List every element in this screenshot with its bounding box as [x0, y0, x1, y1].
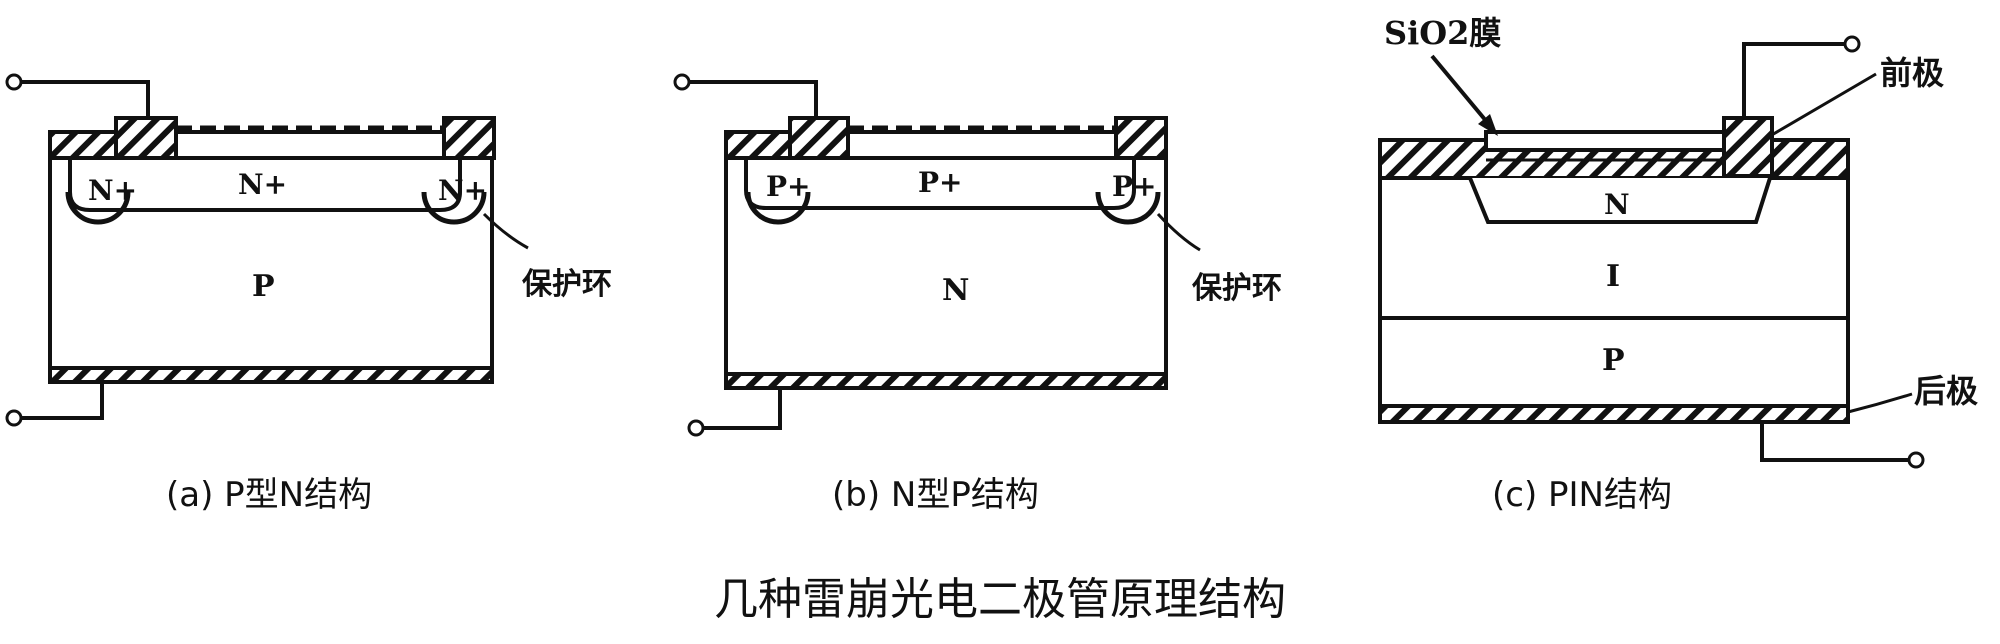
label-n-plus-left-a: N+: [88, 174, 137, 207]
guard-ring-label-a: 保护环: [522, 267, 612, 302]
guard-ring-right-b: [1095, 191, 1161, 225]
terminal-bottom-right-c: [1907, 451, 1925, 469]
terminal-top-right-c: [1843, 35, 1861, 53]
terminal-bottom-left-a: [5, 409, 23, 427]
back-electrode-c: [1378, 404, 1850, 424]
sio2-film-c: [1484, 130, 1728, 152]
sio2-leader-c: [1430, 54, 1494, 130]
label-n-c: N: [1604, 188, 1630, 221]
back-electrode-label-c: 后极: [1914, 372, 1978, 410]
guard-ring-label-b: 保护环: [1192, 271, 1282, 306]
guard-ring-left-a: [65, 191, 131, 225]
diagram-c: N I P SiO2膜 前极 后极 (c) PIN结构: [1378, 14, 1978, 515]
caption-b: (b) N型P结构: [832, 475, 1039, 515]
caption-c: (c) PIN结构: [1492, 475, 1672, 515]
label-i-c: I: [1606, 259, 1620, 294]
electrode-right-a: [442, 116, 496, 160]
n-region-c: [1468, 177, 1772, 224]
terminal-bottom-left-b: [687, 419, 705, 437]
guard-ring-left-b: [745, 191, 811, 225]
wire-bottom-a: [21, 378, 104, 420]
wire-top-c: [1742, 42, 1845, 118]
terminal-top-left-b: [673, 73, 691, 91]
wire-top-a: [21, 80, 150, 118]
front-electrode-label-c: 前极: [1880, 54, 1944, 92]
front-electrode-leader-c: [1769, 72, 1877, 138]
wire-bottom-b: [703, 388, 782, 430]
window-a: [176, 134, 442, 156]
guard-ring-leader-a: [482, 212, 529, 250]
sio2-label-c: SiO2膜: [1384, 14, 1501, 52]
label-n-plus-right-a: N+: [438, 174, 487, 207]
window-b: [848, 134, 1116, 156]
label-n-body-b: N: [942, 273, 969, 308]
figure-title: 几种雷崩光电二极管原理结构: [714, 574, 1286, 625]
electrode-left-b: [788, 116, 850, 160]
wire-top-b: [689, 80, 818, 118]
diagram-a: N+ N+ N+ P 保护环 (a) P型N结构: [5, 73, 612, 515]
wire-bottom-c: [1760, 422, 1909, 462]
back-electrode-leader-c: [1847, 392, 1913, 414]
guard-ring-leader-b: [1156, 212, 1201, 252]
caption-a: (a) P型N结构: [166, 475, 372, 515]
label-p-plus-left-b: P+: [766, 170, 811, 203]
label-p-body-a: P: [252, 269, 275, 304]
guard-ring-right-a: [421, 191, 487, 225]
body-c: [1378, 176, 1850, 408]
label-p-c: P: [1602, 343, 1625, 378]
sio2-arrowhead-c: [1478, 114, 1498, 136]
electrode-left-a: [114, 116, 178, 160]
electrode-right-b: [1114, 116, 1168, 160]
label-n-plus-center-a: N+: [238, 168, 287, 201]
label-p-plus-right-b: P+: [1112, 170, 1157, 203]
back-electrode-b: [724, 372, 1168, 390]
front-electrode-c: [1722, 116, 1774, 178]
back-electrode-a: [48, 366, 494, 384]
label-p-plus-center-b: P+: [918, 166, 963, 199]
terminal-top-left-a: [5, 73, 23, 91]
diagram-b: P+ P+ P+ N 保护环 (b) N型P结构: [673, 73, 1282, 515]
n-body-b: [724, 156, 1168, 376]
